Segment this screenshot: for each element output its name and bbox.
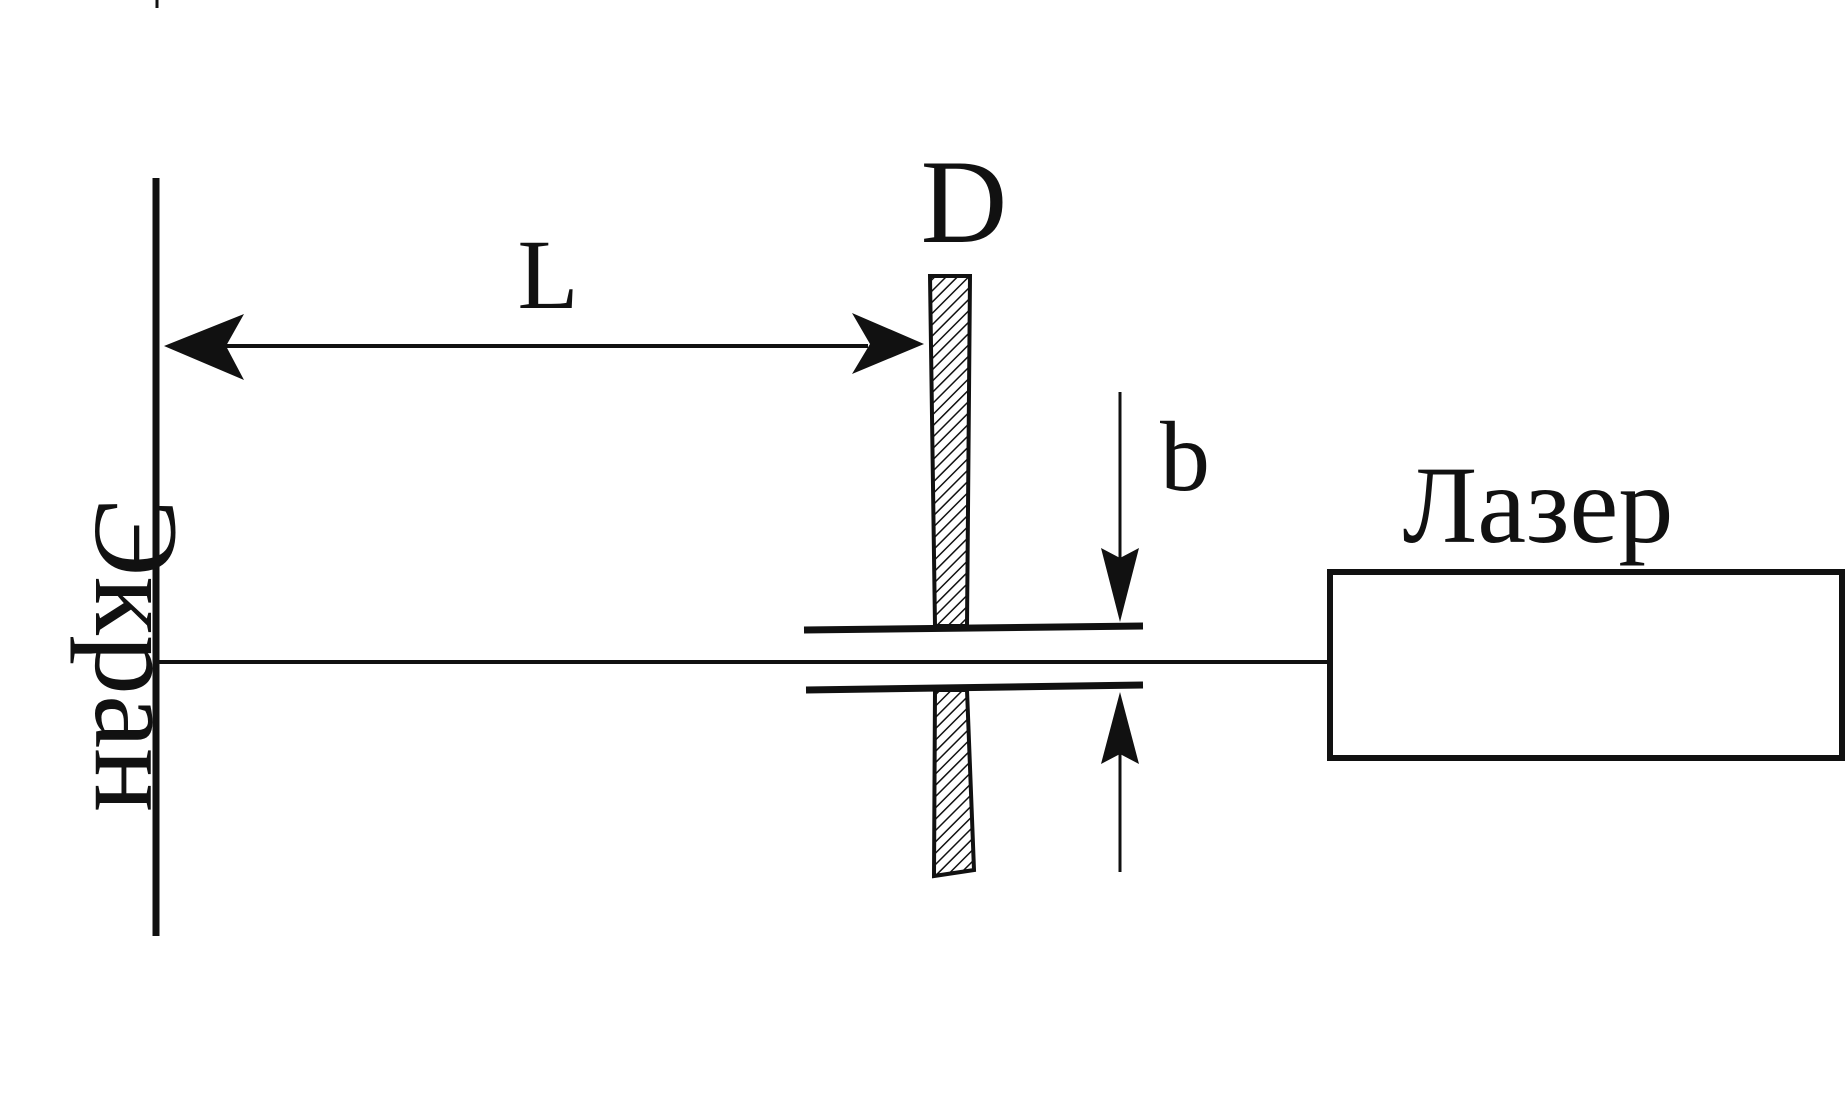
- distance-arrow-left-head: [164, 314, 244, 380]
- slit-width-top-arrow-head: [1101, 548, 1139, 622]
- screen-label: Экран: [70, 498, 203, 813]
- diaphragm-label: D: [921, 135, 1008, 268]
- laser-label: Лазер: [1403, 444, 1674, 566]
- slit-lower-edge: [805, 681, 1144, 694]
- slit-upper-edge: [803, 622, 1144, 634]
- slit-width-label: b: [1160, 401, 1210, 512]
- diaphragm-lower-part: [931, 688, 977, 879]
- diaphragm-upper-part: [927, 274, 973, 628]
- laser-body: [1327, 569, 1845, 761]
- slit-width-bottom-arrow-head: [1101, 692, 1139, 764]
- distance-label: L: [517, 219, 578, 330]
- distance-arrow-right-head: [852, 313, 924, 374]
